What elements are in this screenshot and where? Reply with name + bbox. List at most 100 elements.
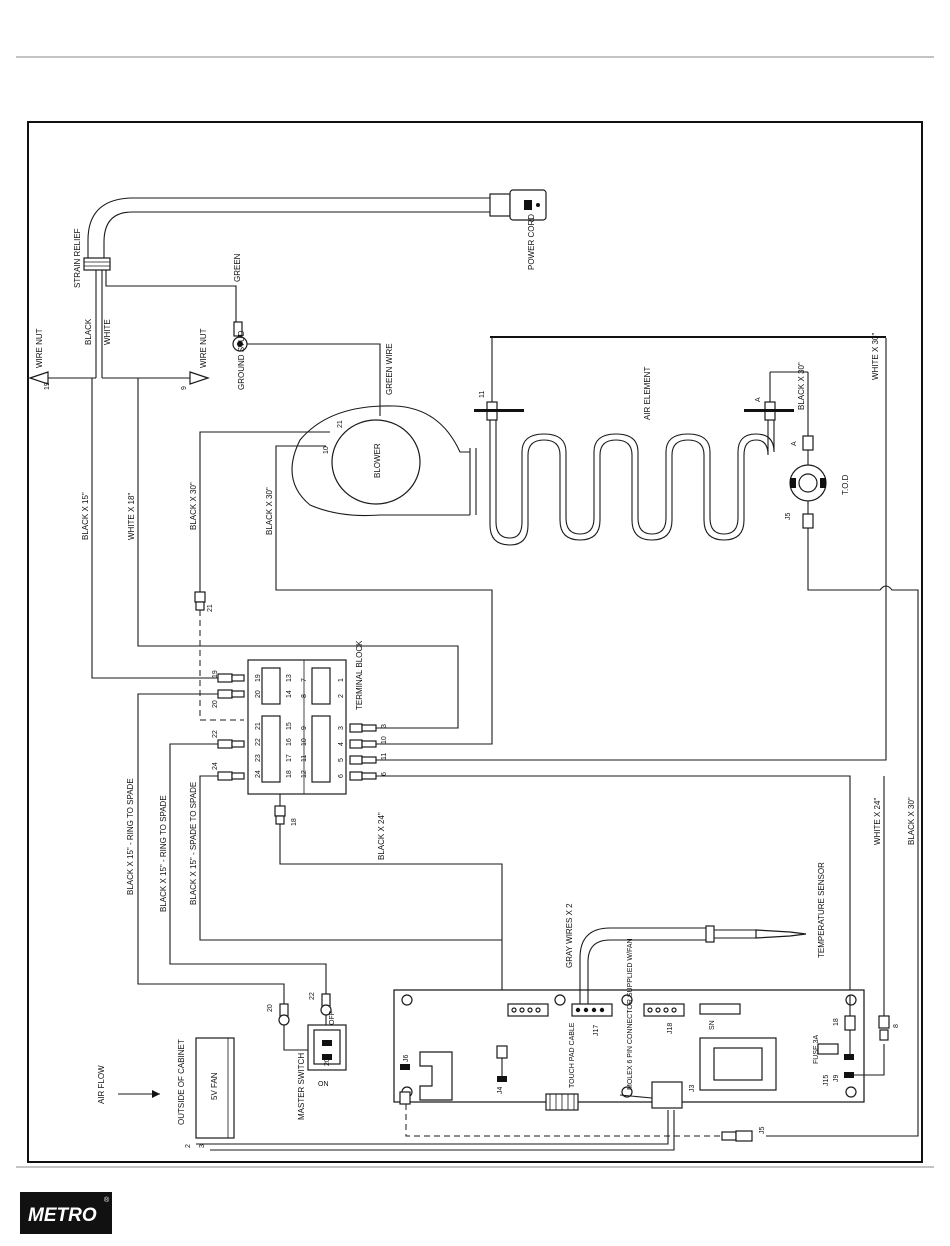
j17-label: J17 xyxy=(593,1025,600,1036)
conn-19: 19 xyxy=(212,670,219,678)
switch-off-label: OFF xyxy=(329,1011,336,1025)
tb-12: 12 xyxy=(301,770,308,778)
j18-label: J18 xyxy=(667,1023,674,1034)
white-x-24-label: WHITE X 24" xyxy=(873,798,882,845)
tod-terminal-a: A xyxy=(791,441,798,446)
tb-17: 17 xyxy=(286,754,293,762)
tb-2: 2 xyxy=(338,694,345,698)
tb-7: 7 xyxy=(301,678,308,682)
tod-thermostat xyxy=(789,435,827,529)
conn-18-num: 18 xyxy=(291,818,298,826)
molex-lead xyxy=(619,1094,653,1099)
wire-black-x-24 xyxy=(279,824,503,1046)
conn-3: 3 xyxy=(381,724,388,728)
white-label: WHITE xyxy=(103,319,112,345)
tb-5: 5 xyxy=(338,758,345,762)
tb-18: 18 xyxy=(286,770,293,778)
element-terminal-a: A xyxy=(755,397,762,402)
logo-mark: ® xyxy=(104,1196,110,1204)
ground-stud xyxy=(232,321,248,352)
white-x-30-label: WHITE X 30" xyxy=(871,333,880,380)
fuse-label: FUSE 3A xyxy=(813,1034,820,1064)
tb-19: 19 xyxy=(255,674,262,682)
wire-black-x-15 xyxy=(91,378,218,679)
tb-21: 21 xyxy=(255,722,262,730)
tb-4: 4 xyxy=(338,742,345,746)
touch-pad-cable-label: TOUCH PAD CABLE xyxy=(569,1022,576,1088)
tb-3: 3 xyxy=(338,726,345,730)
wire-white-x-18 xyxy=(137,378,459,729)
switch-conn-20: 20 xyxy=(267,1004,274,1012)
fan-wire-a xyxy=(196,1110,669,1145)
tb-22: 22 xyxy=(255,738,262,746)
tb-11: 11 xyxy=(301,755,308,762)
tod-j5-label: J5 xyxy=(785,513,792,521)
fan-pin-2: 2 xyxy=(185,1144,192,1148)
fan-wire-b xyxy=(210,1110,675,1151)
board-j15-wire xyxy=(854,1044,885,1076)
wire-nut-left-label: WIRE NUT xyxy=(35,328,44,368)
outside-cabinet-label: OUTSIDE OF CABINET xyxy=(177,1039,186,1125)
conn-11: 11 xyxy=(381,753,388,760)
blower xyxy=(291,405,477,517)
conn-21-inline xyxy=(194,591,206,611)
fan-pin-3: 3 xyxy=(199,1144,206,1148)
strain-relief-label: STRAIN RELIEF xyxy=(73,228,82,288)
green-lead xyxy=(105,270,237,322)
black-x-24-label: BLACK X 24" xyxy=(377,812,386,860)
white-x-30-wire xyxy=(376,338,887,761)
sn-label: SN xyxy=(709,1020,716,1030)
wire-black-x-30-blower xyxy=(199,431,330,592)
tb-1: 1 xyxy=(338,678,345,682)
wire-black-15-ring-b xyxy=(169,743,327,994)
black-15-spade-label: BLACK X 15" - SPADE TO SPADE xyxy=(189,782,198,905)
j9-label: J9 xyxy=(833,1075,840,1083)
black-x-15-label: BLACK X 15" xyxy=(81,492,90,540)
j15-label: J15 xyxy=(823,1075,830,1086)
tb-13: 13 xyxy=(286,674,293,682)
wire-nut-left-num: 19 xyxy=(44,382,51,390)
blower-label: BLOWER xyxy=(373,443,382,478)
wire-nut-right-num: 9 xyxy=(181,386,188,390)
board-conn-18: 18 xyxy=(833,1018,840,1026)
logo-text: METRO xyxy=(28,1205,97,1226)
tb-9: 9 xyxy=(301,726,308,730)
ground-stud-label: GROUND STUD xyxy=(237,330,246,390)
tod-label: T.O.D xyxy=(841,474,850,495)
tb-10: 10 xyxy=(301,738,308,746)
conn-18-inline xyxy=(274,805,286,825)
tb-24: 24 xyxy=(255,770,262,778)
wire-nut-right-label: WIRE NUT xyxy=(199,328,208,368)
air-flow-arrow xyxy=(118,1090,160,1098)
j4-label: J4 xyxy=(497,1087,504,1095)
conn-21-num: 21 xyxy=(207,604,214,612)
wire-black-15-ring-a xyxy=(137,693,285,1004)
green-wire-label: GREEN WIRE xyxy=(385,343,394,395)
wire-21-dashed xyxy=(199,610,244,721)
j3-label: J3 xyxy=(689,1085,696,1093)
wire-white-x-24 xyxy=(376,775,851,995)
temp-sensor-label: TEMPERATURE SENSOR xyxy=(817,862,826,958)
wire-nut-right xyxy=(102,371,210,385)
conn-20: 20 xyxy=(212,700,219,708)
white-x-18-label: WHITE X 18" xyxy=(127,493,136,540)
tb-20: 20 xyxy=(255,690,262,698)
conn-8-num: 8 xyxy=(893,1024,900,1028)
wire-black-15-spade xyxy=(199,775,502,941)
black-x-30-mid-label: BLACK X 30" xyxy=(265,487,274,535)
black-15-ring-b-label: BLACK X 15" - RING TO SPADE xyxy=(159,795,168,912)
tb-15: 15 xyxy=(286,722,293,730)
tb-14: 14 xyxy=(286,690,293,698)
tb-23: 23 xyxy=(255,754,262,762)
green-label: GREEN xyxy=(233,253,242,282)
conn-j5-inline xyxy=(721,1130,753,1142)
temperature-sensor xyxy=(579,925,807,1004)
black-label: BLACK xyxy=(84,318,93,345)
wire-black-x-30-mid xyxy=(275,445,493,745)
switch-conn-22: 22 xyxy=(309,992,316,1000)
conn-10: 10 xyxy=(381,736,388,744)
blower-terminal-10: 10 xyxy=(323,446,330,454)
air-element xyxy=(474,336,886,546)
